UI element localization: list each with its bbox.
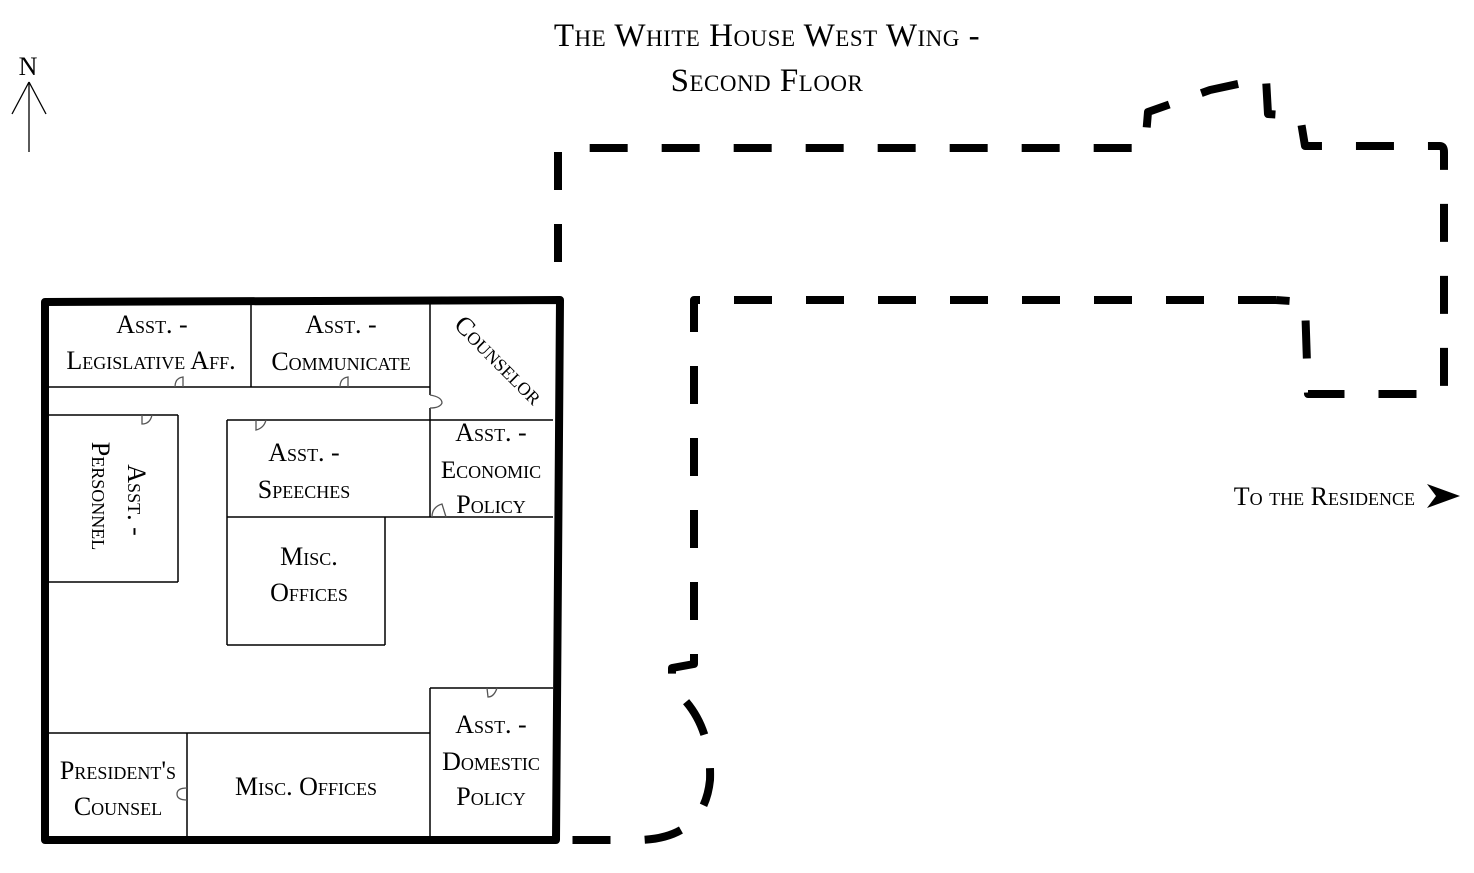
room-label: Asst. - — [455, 418, 526, 447]
door-speeches — [255, 419, 267, 431]
room-asst-legislative[interactable]: Asst. - Legislative Aff. — [66, 310, 235, 375]
compass-label: N — [19, 52, 38, 81]
room-misc-offices-bottom[interactable]: Misc. Offices — [235, 772, 377, 801]
room-label: Counsel — [74, 792, 162, 821]
room-label: Asst. - — [305, 310, 376, 339]
room-label: Misc. Offices — [235, 772, 377, 801]
west-wing-outer-wall — [41, 296, 564, 844]
arrow-right-icon — [1427, 484, 1460, 508]
room-presidents-counsel[interactable]: President's Counsel — [60, 756, 176, 821]
room-label: Domestic — [442, 747, 540, 776]
room-asst-domestic-policy[interactable]: Asst. - Domestic Policy — [442, 710, 540, 811]
outline-upper-block — [554, 74, 1448, 398]
room-label: Legislative Aff. — [66, 346, 235, 375]
room-label: Asst. - — [116, 310, 187, 339]
room-label: Policy — [456, 490, 525, 519]
doors — [141, 376, 498, 801]
room-label: Policy — [456, 782, 525, 811]
room-label: President's — [60, 756, 176, 785]
room-label: Offices — [270, 578, 348, 607]
door-communicate — [339, 376, 349, 388]
colonnade-outline — [554, 74, 1448, 844]
door-counselor — [429, 394, 443, 409]
compass: N — [11, 52, 47, 152]
room-label: Misc. — [280, 542, 338, 571]
room-label: Asst. - — [455, 710, 526, 739]
room-asst-communicate[interactable]: Asst. - Communicate — [271, 310, 410, 376]
room-label: Communicate — [271, 347, 410, 376]
room-asst-economic-policy[interactable]: Asst. - Economic Policy — [441, 418, 541, 519]
door-personnel — [141, 414, 153, 425]
room-asst-personnel[interactable]: Asst. - Personnel — [86, 442, 151, 550]
north-arrow-icon — [11, 81, 47, 152]
room-label: Personnel — [86, 442, 115, 550]
door-legislative — [174, 376, 184, 388]
title-line-2: Second Floor — [670, 63, 864, 99]
interior-walls — [49, 304, 553, 836]
residence-link[interactable]: To the Residence — [1234, 482, 1460, 511]
room-label: Speeches — [258, 475, 350, 504]
door-domestic — [486, 687, 498, 698]
room-label: Economic — [441, 457, 541, 484]
diagram-title: The White House West Wing - Second Floor — [0, 14, 1474, 104]
door-economic — [431, 503, 447, 518]
door-presidents-counsel — [176, 787, 188, 801]
room-asst-speeches[interactable]: Asst. - Speeches — [258, 438, 350, 504]
room-label: Asst. - — [122, 464, 151, 535]
room-label: Asst. - — [268, 438, 339, 467]
title-line-1: The White House West Wing - — [553, 18, 981, 54]
room-misc-offices-center[interactable]: Misc. Offices — [270, 542, 348, 607]
outline-lower-path — [560, 296, 1276, 844]
room-label: Counselor — [449, 310, 550, 411]
room-counselor[interactable]: Counselor — [449, 310, 550, 411]
residence-label: To the Residence — [1234, 482, 1415, 511]
